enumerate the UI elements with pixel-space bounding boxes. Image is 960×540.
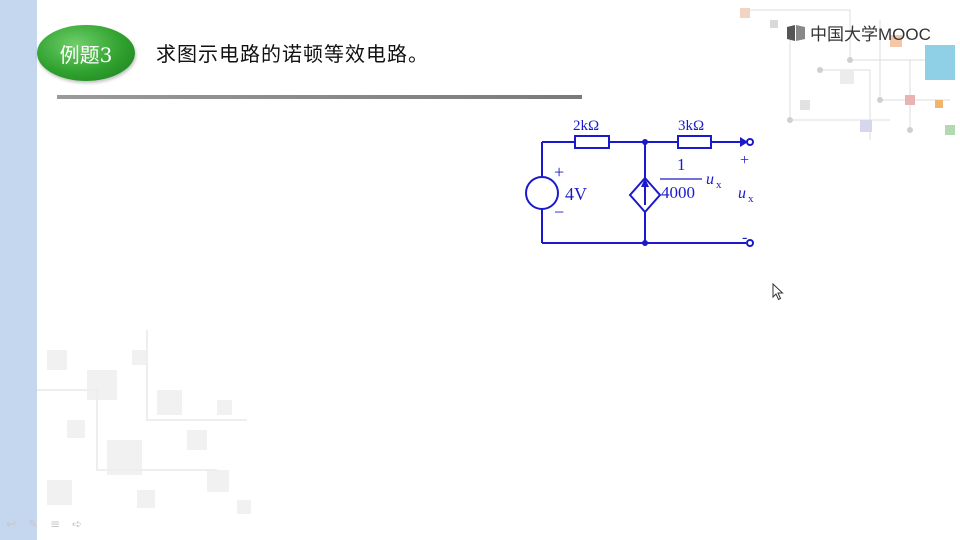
dependent-current-source (628, 176, 662, 214)
label-r1: 2kΩ (573, 118, 599, 134)
label-gain-sub: x (716, 179, 722, 191)
label-port-minus: - (742, 229, 747, 246)
mooc-book-icon (787, 24, 805, 41)
dependent-source-arrowhead (641, 178, 649, 187)
slide-toolbar: ↩ ✎ ≡ ➪ (6, 518, 86, 530)
label-gain-numerator: 1 (677, 155, 686, 174)
label-gain-denominator: 4000 (661, 183, 695, 202)
mooc-logo-text: 中国大学MOOC (810, 25, 931, 44)
label-source-voltage: 4V (565, 184, 587, 204)
terminal-minus (746, 239, 754, 247)
label-port-sub: x (748, 193, 754, 205)
label-port-plus: + (740, 152, 749, 169)
example-badge-label: 例题3 (59, 42, 113, 67)
next-icon[interactable]: ➪ (72, 517, 83, 531)
pen-icon[interactable]: ✎ (28, 517, 39, 531)
left-side-band (0, 0, 37, 540)
decorative-pattern-bottom-left (37, 330, 251, 514)
slide-title: 求图示电路的诺顿等效电路。 (156, 42, 429, 66)
label-gain-var: u (706, 171, 714, 188)
mouse-cursor-icon (772, 283, 784, 301)
menu-icon[interactable]: ≡ (50, 517, 61, 531)
label-source-plus: + (554, 162, 564, 182)
node-top (642, 139, 648, 145)
label-r2: 3kΩ (678, 118, 704, 134)
undo-icon[interactable]: ↩ (6, 517, 17, 531)
title-underline (57, 95, 582, 99)
resistor-2k (574, 135, 610, 149)
resistor-3k (677, 135, 712, 149)
example-badge: 例题3 (37, 25, 135, 81)
label-source-minus: − (554, 202, 564, 222)
voltage-source (525, 176, 559, 210)
mooc-logo: 中国大学MOOC (785, 20, 931, 45)
circuit-diagram: 2kΩ 3kΩ 4V + − 1 4000 u x + - u x (525, 118, 754, 247)
output-arrowhead (740, 137, 748, 147)
decorative-pattern-top-right (740, 8, 955, 140)
node-bottom (642, 240, 648, 246)
label-port-var: u (738, 185, 746, 202)
